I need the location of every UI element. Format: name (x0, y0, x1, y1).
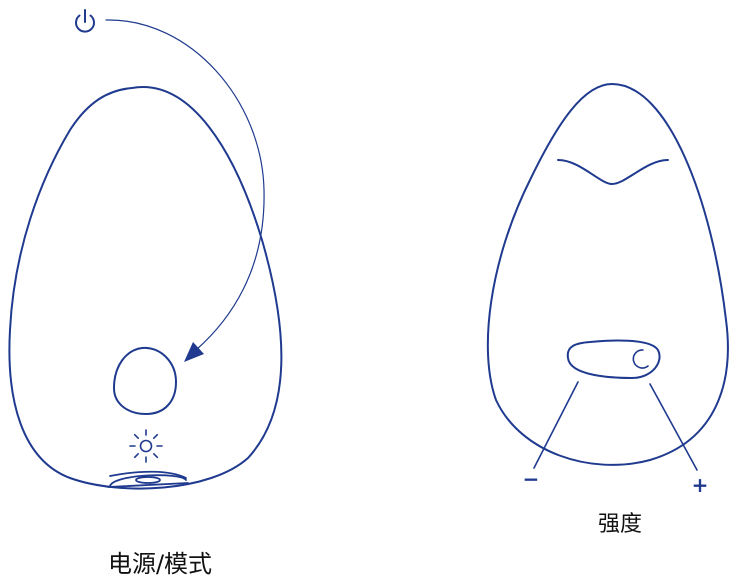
sun-icon (129, 429, 163, 463)
plus-callout-line (649, 383, 698, 471)
intensity-caption: 强度 (597, 512, 642, 537)
left-device (8, 9, 283, 490)
mode-button[interactable] (113, 346, 177, 415)
crescent-icon (632, 349, 649, 369)
leader-arrowhead (184, 342, 204, 362)
intensity-control[interactable] (566, 339, 661, 379)
plus-label: + (691, 473, 709, 497)
right-device (486, 83, 729, 471)
left-device-body (8, 86, 283, 490)
right-device-body (486, 83, 729, 466)
charging-base (107, 470, 189, 488)
power-leader-line (105, 19, 265, 351)
power-mode-caption: 电源/模式 (107, 550, 213, 578)
power-icon (75, 9, 95, 33)
minus-callout-line (533, 381, 579, 469)
top-wave-line (557, 159, 669, 185)
minus-label: − (522, 467, 540, 491)
